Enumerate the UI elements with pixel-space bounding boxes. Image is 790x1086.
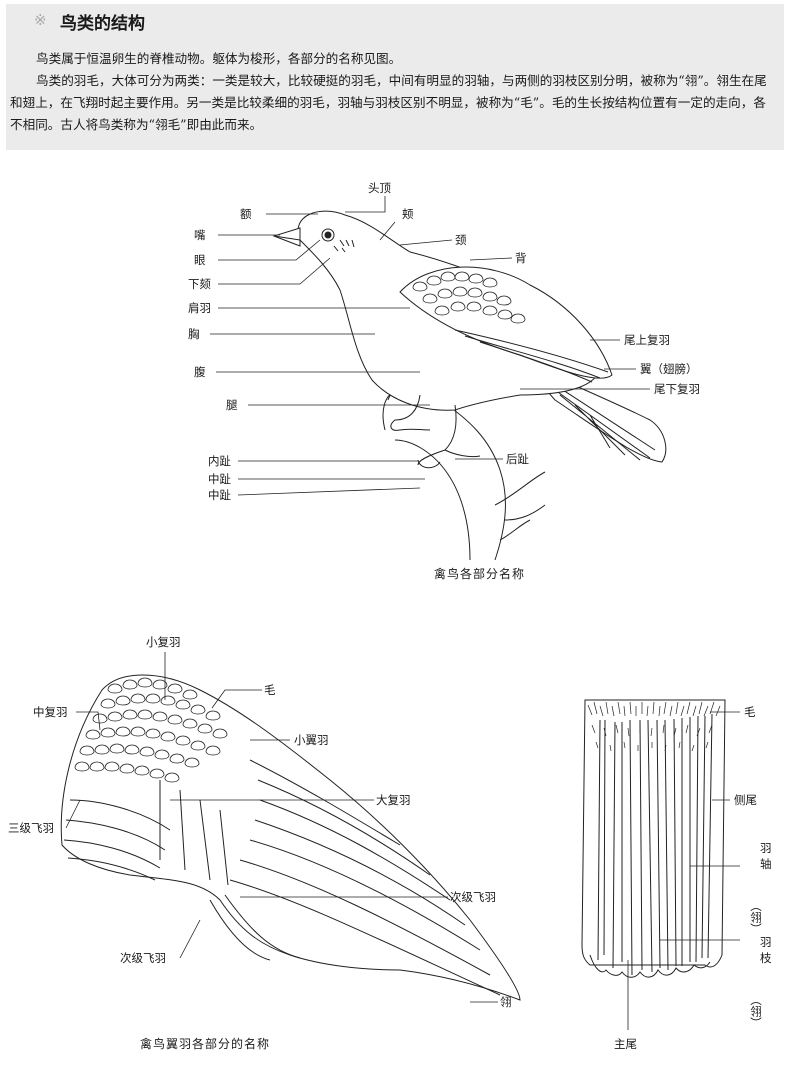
label-chin: 下颏 [188, 277, 211, 291]
label-tail-down: 毛 [744, 705, 756, 719]
tail-down-feathers [587, 701, 721, 752]
label-inner-toe: 内趾 [208, 454, 231, 468]
label-greater-coverts: 大复羽 [376, 793, 411, 807]
wing-illustration [60, 674, 521, 1001]
wing-labels: 小复羽 毛 中复羽 小翼羽 大复羽 三级飞羽 次级飞羽 次级飞羽 翎 禽鸟翼羽各… [8, 635, 512, 1051]
label-barb-2: 枝 [760, 951, 772, 965]
intro-panel [6, 4, 784, 150]
label-undertail-coverts: 尾下复羽 [654, 382, 700, 396]
label-hind-toe: 后趾 [506, 452, 529, 466]
bird-labels: 额 嘴 眼 下颏 肩羽 胸 腹 腿 内趾 中趾 中趾 头顶 颊 颈 背 尾上复羽… [188, 181, 700, 581]
label-shaft-2: 轴 [760, 857, 772, 871]
label-shaft-1: 羽 [760, 841, 772, 855]
label-middle-toe: 中趾 [208, 472, 231, 486]
label-secondaries-right: 次级飞羽 [450, 890, 496, 904]
section-mark-icon: ※ [34, 11, 47, 29]
tail-illustration [581, 699, 726, 978]
label-eye: 眼 [194, 253, 206, 267]
section-title: 鸟类的结构 [60, 14, 145, 34]
label-back: 背 [515, 251, 527, 265]
label-barb-1: 羽 [760, 935, 772, 949]
label-leg: 腿 [226, 398, 238, 412]
label-neck: 颈 [455, 233, 467, 247]
label-beak: 嘴 [194, 228, 206, 242]
label-cheek: 颊 [402, 207, 414, 221]
label-tertials: 三级飞羽 [8, 821, 54, 835]
wing-leader-lines [65, 652, 498, 1003]
label-outer-tail: 侧尾 [734, 793, 757, 807]
tail-labels: 毛 侧尾 羽 轴 （翎） 羽 枝 （翎） 主尾 [614, 705, 772, 1051]
label-median-coverts: 中复羽 [33, 705, 68, 719]
label-barb-paren: （翎） [749, 994, 763, 1029]
label-lesser-coverts: 小复羽 [146, 635, 181, 649]
bird-leader-lines [210, 196, 650, 496]
label-belly: 腹 [194, 365, 206, 379]
label-breast: 胸 [188, 327, 200, 341]
label-wing: 翼（翅膀） [640, 362, 698, 376]
label-secondaries-left: 次级飞羽 [120, 951, 166, 965]
label-uppertail-coverts: 尾上复羽 [624, 333, 670, 347]
wing-caption: 禽鸟翼羽各部分的名称 [140, 1036, 270, 1051]
tail-leader-lines [627, 711, 740, 1030]
label-down-feather: 毛 [264, 683, 276, 697]
label-alula: 小翼羽 [294, 733, 329, 747]
label-quill: 翎 [500, 995, 512, 1009]
label-shaft-paren: （翎） [749, 900, 763, 935]
label-main-tail: 主尾 [614, 1037, 637, 1051]
intro-paragraph-1: 鸟类属于恒温卵生的脊椎动物。躯体为梭形，各部分的名称见图。 [36, 51, 402, 66]
label-middle-toe-2: 中趾 [208, 488, 231, 502]
label-forehead: 额 [240, 207, 252, 221]
bird-caption: 禽鸟各部分名称 [434, 566, 525, 581]
label-scapulars: 肩羽 [188, 301, 211, 315]
bird-illustration [272, 210, 667, 561]
label-crown: 头顶 [368, 181, 391, 195]
intro-paragraph-2: 鸟类的羽毛，大体可分为两类：一类是较大，比较硬挺的羽毛，中间有明显的羽轴，与两侧… [10, 73, 767, 132]
